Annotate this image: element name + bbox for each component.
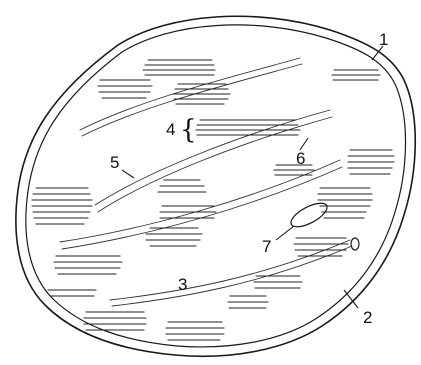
granum-stack: [143, 60, 215, 75]
granum-stack: [332, 70, 380, 80]
stroma-lamella: [112, 246, 352, 306]
label-4: 4: [166, 120, 175, 139]
leader-line-7: [276, 226, 294, 240]
small-oval-body: [351, 238, 359, 250]
granum-stack: [54, 256, 122, 274]
brace-4: {: [180, 115, 197, 145]
label-2: 2: [363, 308, 372, 327]
granum-stack: [348, 150, 394, 174]
label-5: 5: [110, 153, 119, 172]
label-7: 7: [262, 237, 271, 256]
granum-stack: [48, 290, 96, 296]
label-6: 6: [296, 149, 305, 168]
granum-stack: [158, 180, 206, 192]
granum-stack: [294, 238, 348, 256]
granum-stack: [318, 188, 372, 218]
granum-stack: [32, 188, 92, 224]
granum-stack: [228, 296, 268, 308]
label-3: 3: [178, 275, 187, 294]
stroma-lamella: [95, 110, 330, 205]
granum-stack: [166, 322, 224, 340]
stroma-lamella: [110, 240, 350, 300]
leader-line-5: [122, 170, 134, 178]
granum-stack: [98, 80, 152, 98]
label-1: 1: [379, 30, 388, 49]
granum-stack: [84, 312, 146, 330]
granum-stack: [196, 120, 300, 135]
granum-stack: [173, 84, 230, 104]
